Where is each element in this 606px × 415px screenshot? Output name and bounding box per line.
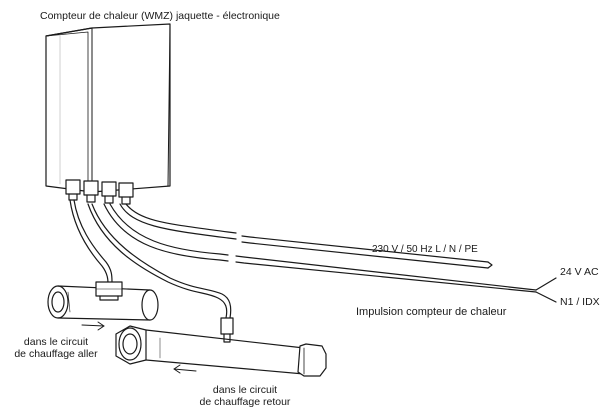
supply-sensor-cable	[69, 199, 113, 285]
return-sensor-cable	[87, 203, 234, 343]
n1-idx-label: N1 / IDX	[560, 296, 600, 308]
return-circuit-label: dans le circuit de chauffage retour	[190, 384, 300, 408]
power-label: 230 V / 50 Hz L / N / PE	[372, 244, 478, 255]
supply-circuit-label: dans le circuit de chauffage aller	[6, 336, 106, 360]
title-label: Compteur de chaleur (WMZ) jaquette - éle…	[40, 10, 280, 22]
cable-glands	[65, 179, 134, 205]
supply-circuit-label-line2: de chauffage aller	[14, 348, 98, 360]
impulse-label: Impulsion compteur de chaleur	[356, 306, 507, 318]
return-pipe	[115, 325, 327, 377]
impulse-cable	[103, 203, 557, 303]
power-cable	[119, 203, 493, 269]
supply-pipe	[47, 281, 159, 321]
electronics-housing	[45, 23, 171, 193]
supply-circuit-label-line1: dans le circuit	[23, 336, 89, 348]
flow-arrows	[81, 321, 197, 374]
voltage-24-label: 24 V AC	[560, 266, 599, 278]
return-circuit-label-line1: dans le circuit	[212, 384, 278, 396]
return-circuit-label-line2: de chauffage retour	[199, 396, 291, 408]
